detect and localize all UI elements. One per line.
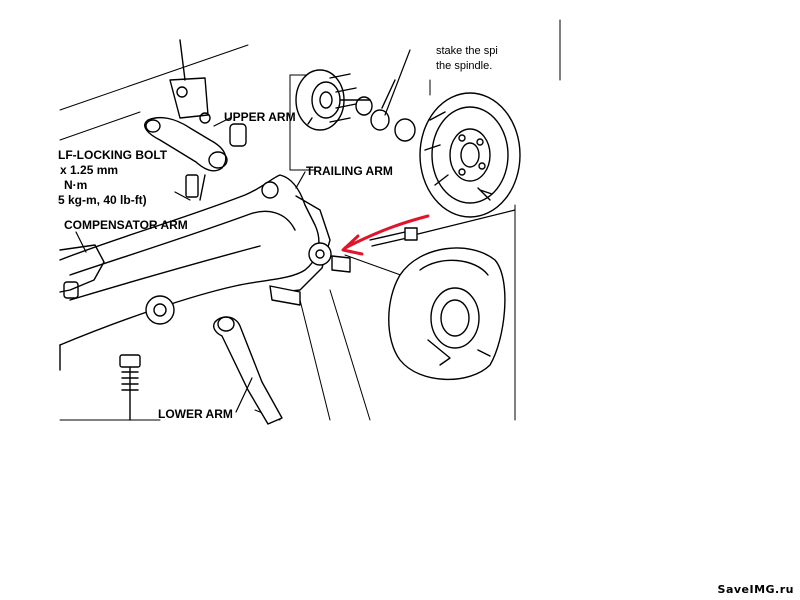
upper-arm-drawing <box>144 39 247 201</box>
brake-disc-drawing <box>419 92 521 218</box>
trailing-arm-drawing <box>59 174 332 371</box>
spindle-bolt-drawing <box>331 227 418 273</box>
label-upper-arm: UPPER ARM <box>224 110 296 124</box>
backing-plate-drawing <box>388 247 506 381</box>
bolt-spec-line-2: x 1.25 mm <box>60 163 119 177</box>
bolt-spec-line-3: N·m <box>64 178 88 192</box>
watermark: SaveIMG.ru <box>717 583 794 596</box>
label-trailing-arm: TRAILING ARM <box>306 164 393 178</box>
lower-arm-drawing <box>119 316 283 425</box>
stake-note-line-1: stake the spi <box>436 45 498 57</box>
hub-drawing <box>295 69 416 142</box>
label-compensator-arm: COMPENSATOR ARM <box>64 218 188 232</box>
leader-lines <box>75 49 516 413</box>
bolt-spec-line-4: 5 kg-m, 40 lb-ft) <box>58 193 147 207</box>
bolt-spec-line-1: LF-LOCKING BOLT <box>58 148 168 162</box>
red-arrow-annotation <box>341 214 430 256</box>
label-lower-arm: LOWER ARM <box>158 407 233 421</box>
stake-note-line-2: the spindle. <box>436 60 493 72</box>
